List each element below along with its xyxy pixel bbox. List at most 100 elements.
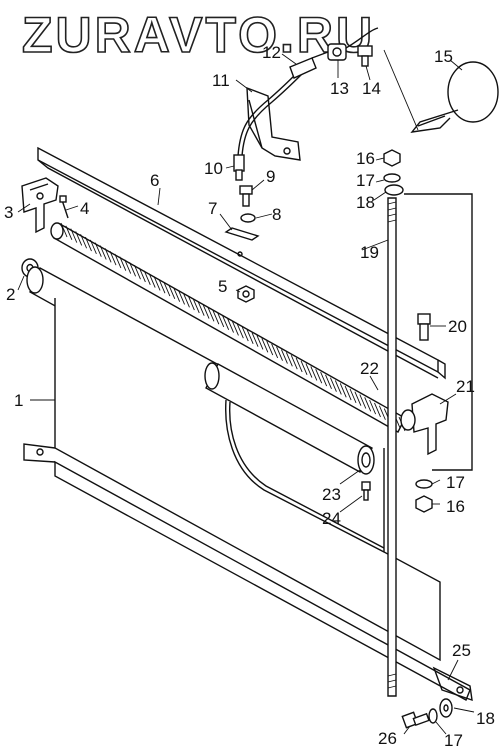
spring-coil bbox=[148, 273, 156, 288]
callout-24: 24 bbox=[322, 509, 341, 528]
spring-coil bbox=[320, 371, 328, 387]
spring-coil bbox=[305, 363, 313, 378]
spring-coil bbox=[207, 307, 215, 322]
callout-18-top: 18 bbox=[356, 193, 375, 212]
spring-coil bbox=[354, 391, 362, 406]
callout-25: 25 bbox=[452, 641, 471, 660]
callout-15: 15 bbox=[434, 47, 453, 66]
spring-coil bbox=[114, 253, 122, 269]
spring-coil bbox=[222, 315, 230, 330]
callout-6: 6 bbox=[150, 171, 159, 190]
callout-19: 19 bbox=[360, 243, 379, 262]
spring-coil bbox=[183, 293, 190, 308]
spring-coil bbox=[325, 374, 332, 390]
callout-16-mid: 16 bbox=[446, 497, 465, 516]
callout-17-bottom: 17 bbox=[444, 731, 463, 750]
spring-coil bbox=[178, 290, 185, 305]
callout-16-top: 16 bbox=[356, 149, 375, 168]
callout-labels: 1 2 3 4 5 6 7 8 9 10 11 12 13 14 15 16 1… bbox=[4, 43, 495, 750]
spring-coil bbox=[236, 324, 244, 339]
callout-18-bottom: 18 bbox=[476, 709, 495, 728]
spring-coil bbox=[266, 340, 274, 356]
callout-2: 2 bbox=[6, 285, 15, 304]
spring-coil bbox=[310, 366, 318, 381]
callout-4: 4 bbox=[80, 199, 89, 218]
spring-coil bbox=[315, 369, 323, 384]
guide-rod bbox=[383, 149, 473, 729]
spring-coil bbox=[99, 245, 107, 260]
spring-coil bbox=[271, 343, 279, 359]
callout-17-top: 17 bbox=[356, 171, 375, 190]
callout-23: 23 bbox=[322, 485, 341, 504]
spring-coil bbox=[119, 256, 127, 271]
rail-fasteners bbox=[224, 185, 260, 303]
spring-coil bbox=[300, 360, 308, 375]
leader-lines bbox=[17, 53, 475, 735]
spring-coil bbox=[261, 338, 269, 353]
spring-coil bbox=[134, 264, 141, 280]
spring-coil bbox=[173, 287, 181, 302]
spring-coil bbox=[187, 295, 195, 311]
callout-22: 22 bbox=[360, 359, 379, 378]
spring-coil bbox=[197, 301, 205, 316]
callout-5: 5 bbox=[218, 277, 227, 296]
callout-7: 7 bbox=[208, 199, 217, 218]
spring-coil bbox=[104, 248, 112, 263]
spring-coil bbox=[94, 242, 102, 257]
callout-17-mid: 17 bbox=[446, 473, 465, 492]
callout-26: 26 bbox=[378, 729, 397, 748]
spring-coil bbox=[60, 222, 68, 238]
spring-coil bbox=[109, 250, 117, 266]
callout-12: 12 bbox=[262, 43, 281, 62]
spring-coil bbox=[168, 284, 176, 300]
spring-coil bbox=[163, 281, 171, 297]
spring-coil bbox=[256, 335, 264, 350]
spring-coil bbox=[80, 234, 88, 249]
spring-coil bbox=[364, 397, 372, 412]
spring-coil bbox=[369, 399, 377, 415]
spring-coil bbox=[65, 225, 73, 240]
blind-fabric bbox=[23, 266, 473, 702]
spring-coil bbox=[227, 318, 234, 333]
spring-coil bbox=[344, 385, 352, 401]
spring-coil bbox=[281, 349, 288, 364]
spring-coil bbox=[285, 352, 293, 367]
spring-coil bbox=[192, 298, 200, 314]
callout-14: 14 bbox=[362, 79, 381, 98]
callout-21: 21 bbox=[456, 377, 475, 396]
spring-coil bbox=[276, 346, 283, 361]
spring-coil bbox=[290, 354, 298, 370]
spring-coil bbox=[75, 231, 83, 246]
spring-coil bbox=[378, 405, 386, 420]
spring-coil bbox=[85, 236, 92, 252]
top-rail bbox=[37, 146, 446, 380]
end-tube bbox=[204, 362, 385, 553]
spring-coil bbox=[339, 383, 347, 398]
spring-coil bbox=[153, 276, 161, 291]
spring-coil bbox=[241, 326, 249, 342]
spring-coil bbox=[143, 270, 151, 285]
spring-coil bbox=[212, 309, 220, 325]
spring-coil bbox=[349, 388, 357, 404]
spring-coil bbox=[158, 279, 166, 294]
callout-9: 9 bbox=[266, 167, 275, 186]
callout-10: 10 bbox=[204, 159, 223, 178]
spring-coil bbox=[334, 380, 342, 395]
spring-coil bbox=[330, 377, 337, 392]
spring-coil bbox=[124, 259, 132, 274]
callout-13: 13 bbox=[330, 79, 349, 98]
spring-coil bbox=[89, 239, 97, 255]
spring-coil bbox=[374, 402, 381, 418]
spring-coil bbox=[295, 357, 303, 373]
spring-coil bbox=[251, 332, 259, 347]
callout-1: 1 bbox=[14, 391, 23, 410]
spring-coil bbox=[202, 304, 210, 319]
spring-coil bbox=[138, 267, 146, 283]
callout-20: 20 bbox=[448, 317, 467, 336]
spring-coil bbox=[129, 262, 136, 277]
callout-3: 3 bbox=[4, 203, 13, 222]
spring-coil bbox=[70, 228, 78, 243]
spring-coil bbox=[246, 329, 254, 345]
mirror-cable-assembly bbox=[233, 27, 499, 181]
